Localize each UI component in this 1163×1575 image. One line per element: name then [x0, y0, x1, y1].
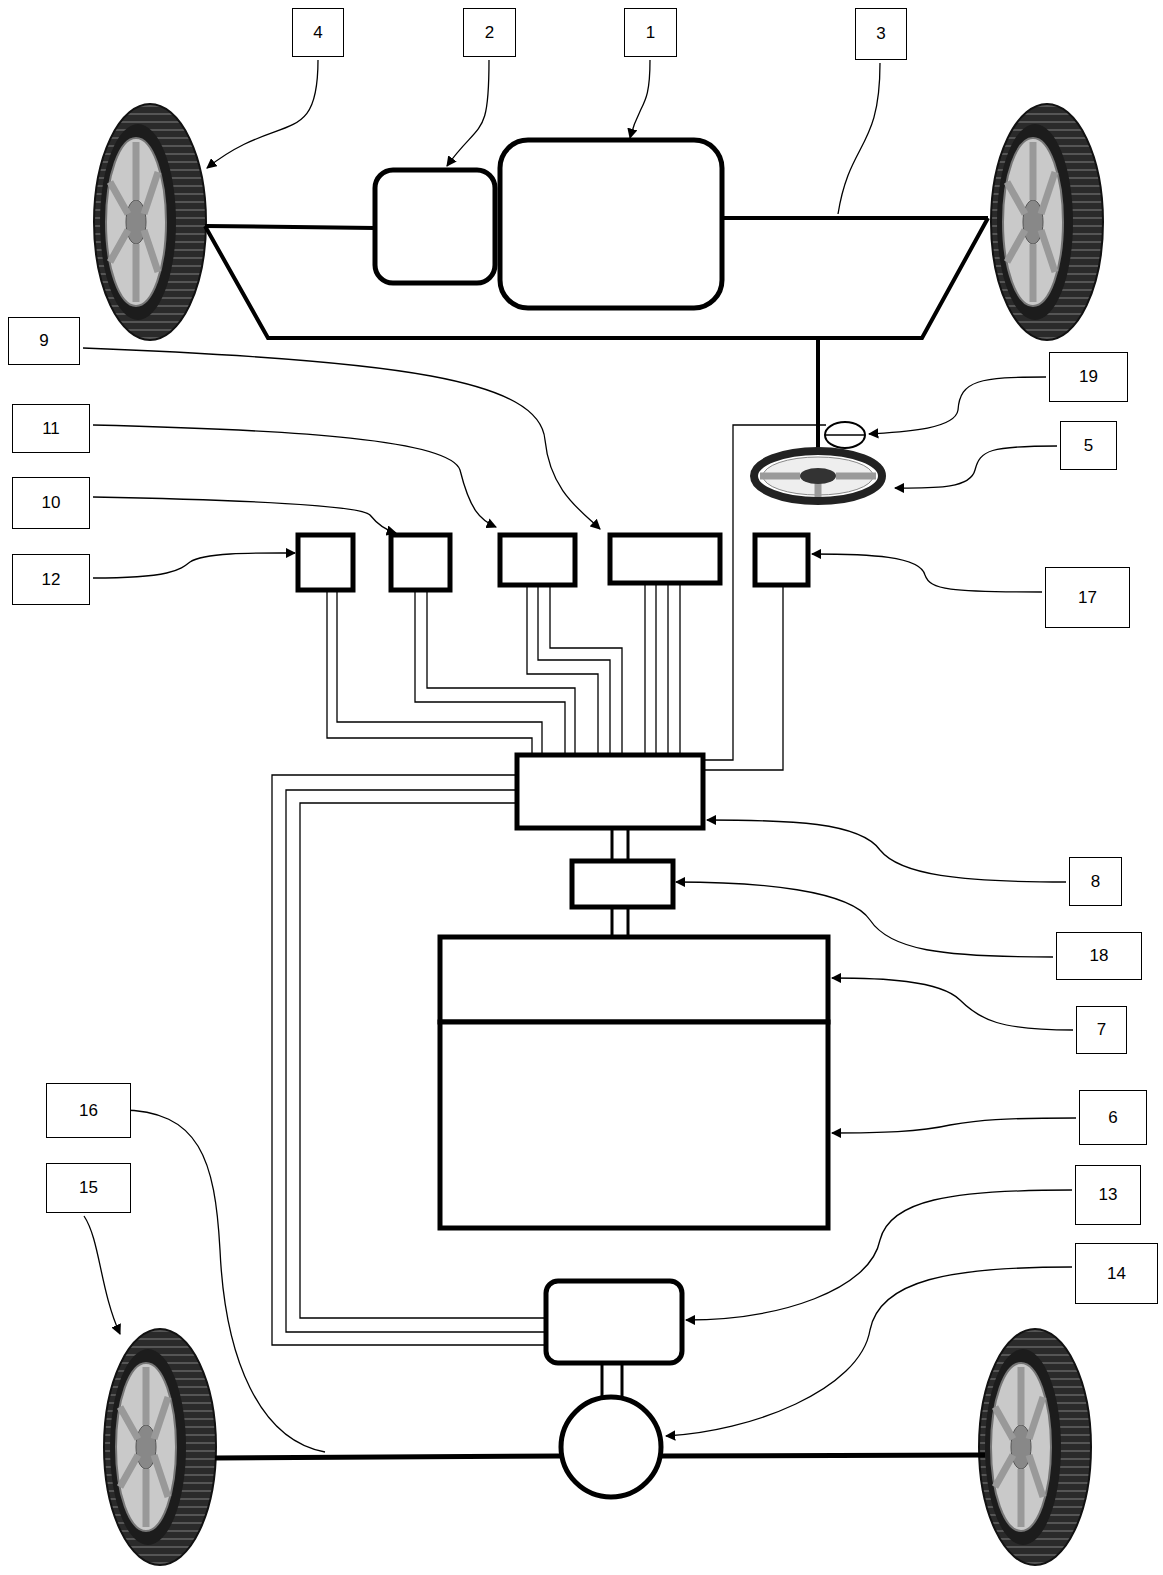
callout-number: 17 — [1078, 588, 1097, 608]
leader-lines — [83, 60, 1076, 1452]
callout-box: 9 — [8, 317, 80, 365]
front-right-wheel — [991, 104, 1103, 340]
callout-number: 6 — [1108, 1108, 1117, 1128]
callout-number: 9 — [39, 331, 48, 351]
callout-number: 14 — [1107, 1264, 1126, 1284]
callout-number: 1 — [646, 23, 655, 43]
central-stack — [440, 755, 828, 1228]
callout-number: 2 — [485, 23, 494, 43]
rear-left-wheel — [104, 1329, 216, 1565]
callout-box: 6 — [1079, 1090, 1147, 1145]
callout-box: 10 — [12, 477, 90, 529]
rear-right-wheel — [979, 1329, 1091, 1565]
callout-box: 8 — [1069, 857, 1122, 906]
callout-box: 2 — [463, 8, 516, 57]
callout-box: 18 — [1056, 932, 1142, 980]
callout-box: 1 — [624, 8, 677, 57]
unit-13 — [546, 1281, 682, 1363]
callout-box: 5 — [1060, 421, 1117, 470]
callout-box: 14 — [1075, 1243, 1158, 1304]
callout-box: 15 — [46, 1163, 131, 1213]
control-units — [298, 535, 808, 590]
callout-number: 12 — [42, 570, 61, 590]
callout-number: 7 — [1097, 1020, 1106, 1040]
callout-number: 8 — [1091, 872, 1100, 892]
callout-box: 4 — [292, 8, 344, 57]
callout-number: 11 — [42, 419, 60, 439]
callout-number: 10 — [42, 493, 61, 513]
callout-box: 16 — [46, 1083, 131, 1138]
callout-number: 4 — [313, 23, 322, 43]
callout-box: 11 — [12, 404, 90, 453]
front-left-wheel — [94, 104, 206, 340]
callout-number: 19 — [1079, 367, 1098, 387]
steering-wheel — [754, 451, 882, 501]
callout-number: 16 — [79, 1101, 98, 1121]
unit-1 — [500, 140, 722, 308]
callout-box: 12 — [12, 554, 90, 605]
steering-sensor — [825, 422, 865, 448]
callout-number: 15 — [79, 1178, 98, 1198]
callout-number: 13 — [1099, 1185, 1118, 1205]
unit-2 — [375, 170, 495, 283]
callout-box: 13 — [1075, 1165, 1141, 1225]
callout-number: 3 — [876, 24, 885, 44]
callout-box: 17 — [1045, 567, 1130, 628]
callout-box: 19 — [1049, 352, 1128, 402]
callout-box: 7 — [1076, 1006, 1127, 1054]
callout-box: 3 — [855, 8, 907, 60]
callout-number: 5 — [1084, 436, 1093, 456]
differential — [561, 1397, 661, 1497]
callout-number: 18 — [1090, 946, 1109, 966]
